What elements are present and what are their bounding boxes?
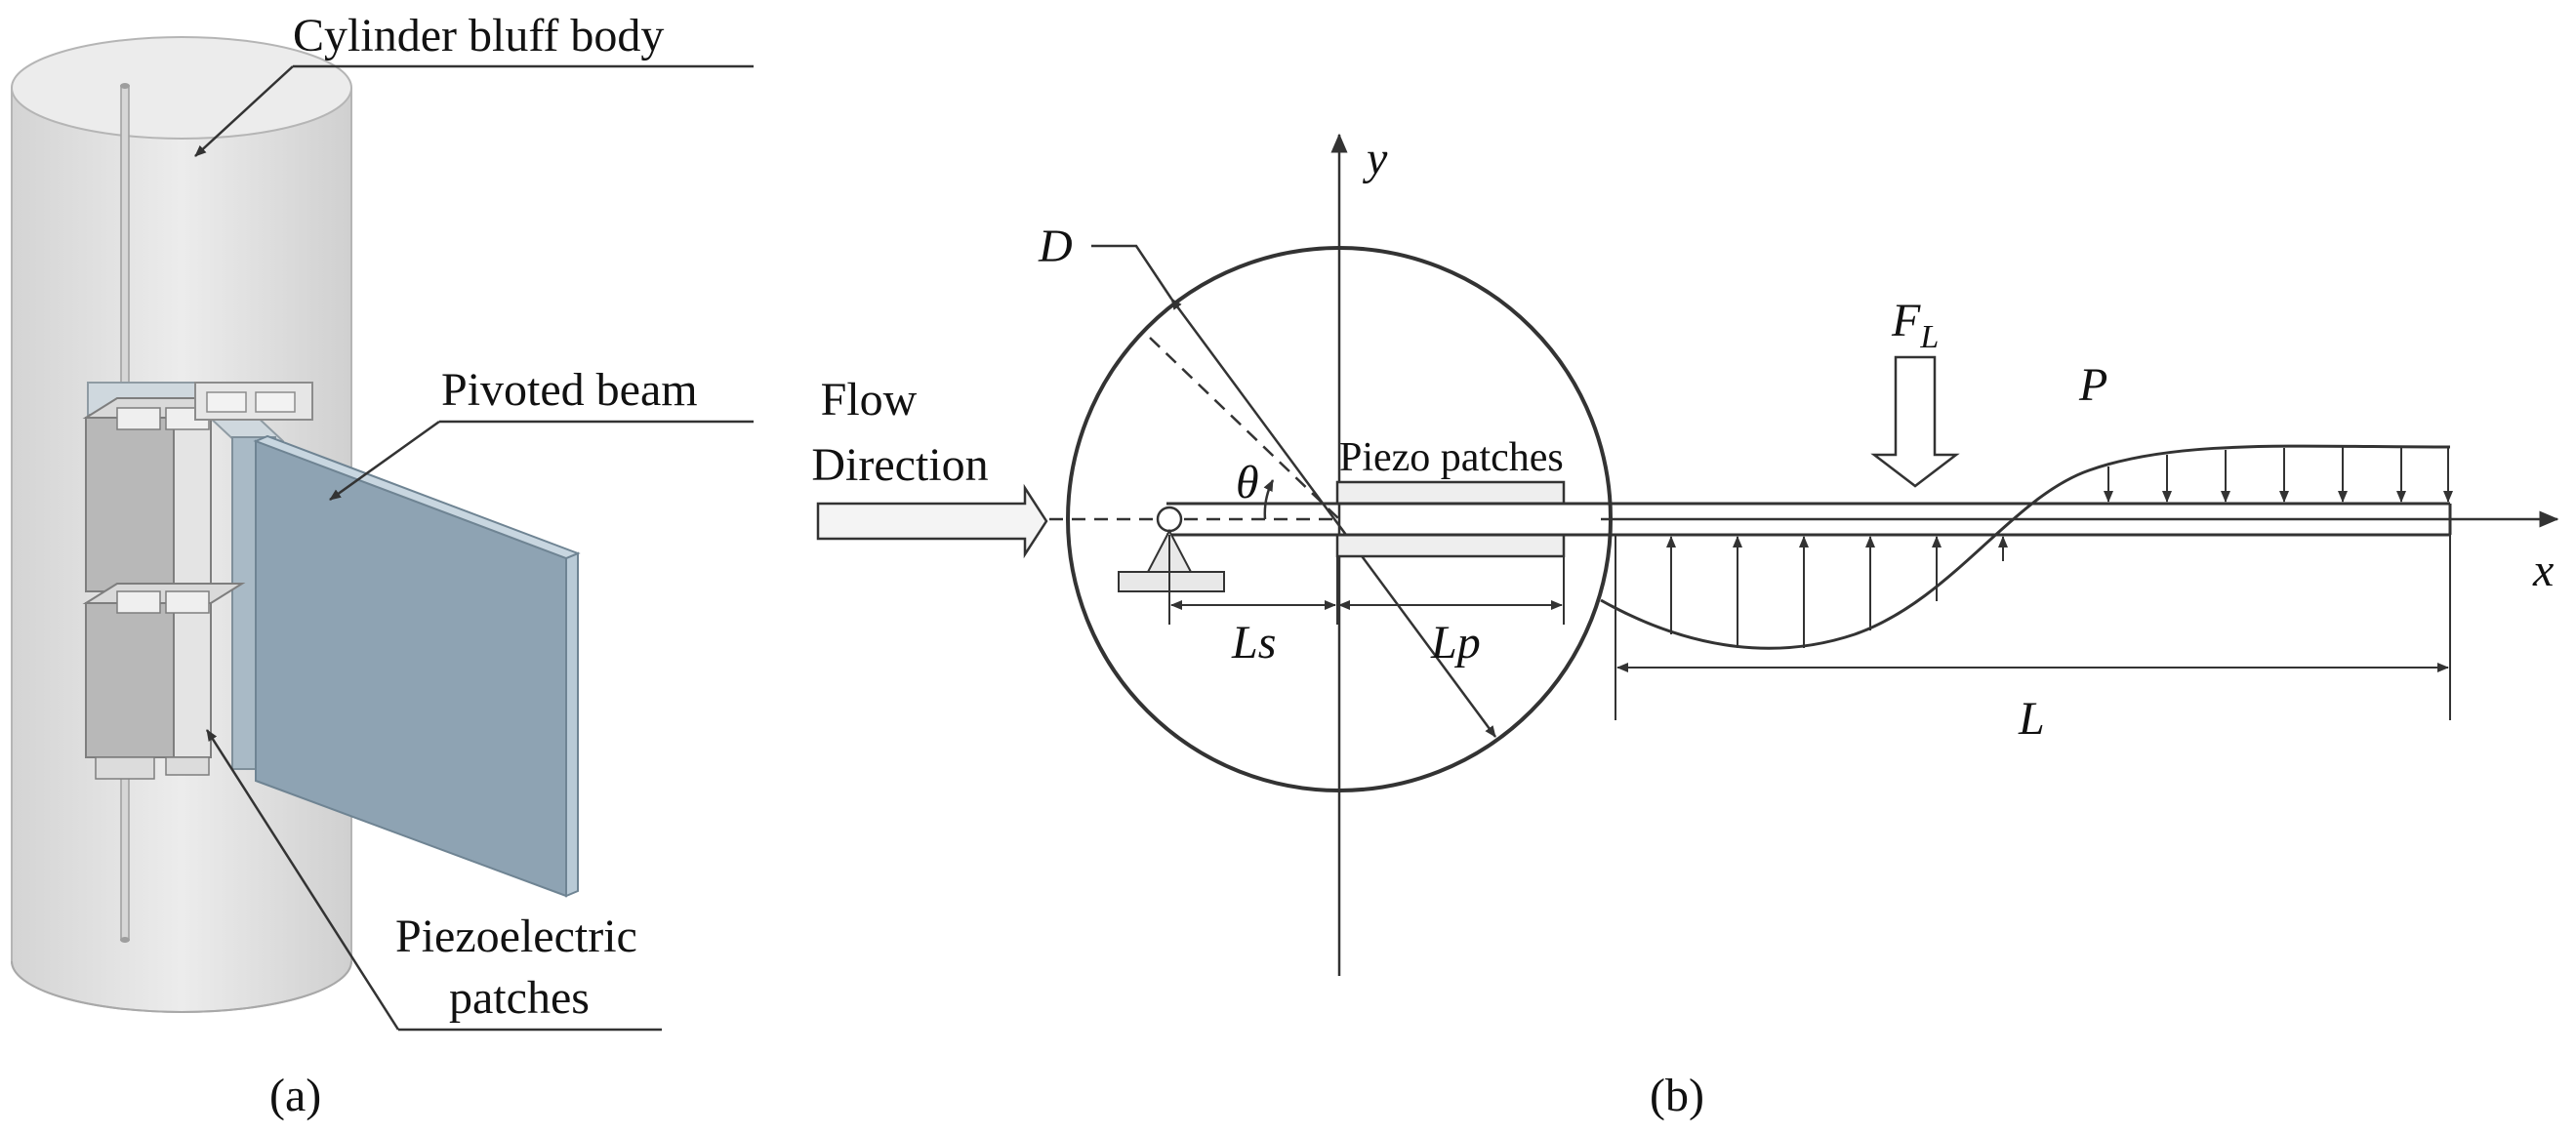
flow-label-line1: Flow (821, 374, 918, 426)
theta-arc (1263, 479, 1275, 520)
diameter-line (1169, 298, 1497, 738)
label-cylinder: Cylinder bluff body (293, 10, 664, 61)
pivoted-beam-plate (253, 434, 581, 898)
leader-cylinder-arrow (194, 65, 294, 157)
piezo-patch-top (1335, 480, 1566, 506)
upper-piezo-patch (82, 397, 246, 592)
panel-b: Flow Direction y x D θ Piezo patches (811, 133, 2559, 1121)
label-beam: Pivoted beam (441, 364, 698, 416)
flow-direction-arrow (816, 483, 1048, 559)
flow-label-line2: Direction (811, 439, 988, 491)
pressure-label: P (2078, 359, 2107, 411)
lower-piezo-patch (82, 583, 246, 780)
theta-label: θ (1236, 457, 1259, 508)
panel-a: Cylinder bluff body Pivoted beam Piezoel… (11, 10, 754, 1121)
beam (1166, 502, 2452, 537)
diameter-label: D (1038, 221, 1073, 272)
caption-a: (a) (269, 1070, 321, 1121)
lp-label: Lp (1430, 617, 1481, 669)
x-axis-label: x (2532, 545, 2554, 596)
length-label: L (2018, 693, 2045, 745)
leader-patches-arrow (205, 729, 400, 1031)
lift-force-main: F (1891, 295, 1921, 346)
pressure-arrows-down (2104, 447, 2453, 503)
leader-beam-arrow (329, 420, 440, 502)
upper-back-cage (194, 382, 313, 421)
lift-force-label: FL (1891, 295, 1939, 355)
pressure-curve (1600, 444, 2451, 650)
lift-force-arrow (1870, 355, 1960, 488)
caption-b: (b) (1650, 1070, 1704, 1121)
y-axis-label: y (1362, 133, 1388, 184)
piezo-label: Piezo patches (1339, 435, 1564, 480)
piezo-patch-bottom (1335, 533, 1566, 558)
label-patches-line1: Piezoelectric (395, 911, 637, 962)
label-patches-line2: patches (449, 972, 590, 1024)
ls-label: Ls (1231, 617, 1276, 669)
diameter-leader (1091, 244, 1173, 300)
pressure-arrows-up (1666, 536, 2008, 648)
lift-force-sub: L (1919, 319, 1939, 355)
